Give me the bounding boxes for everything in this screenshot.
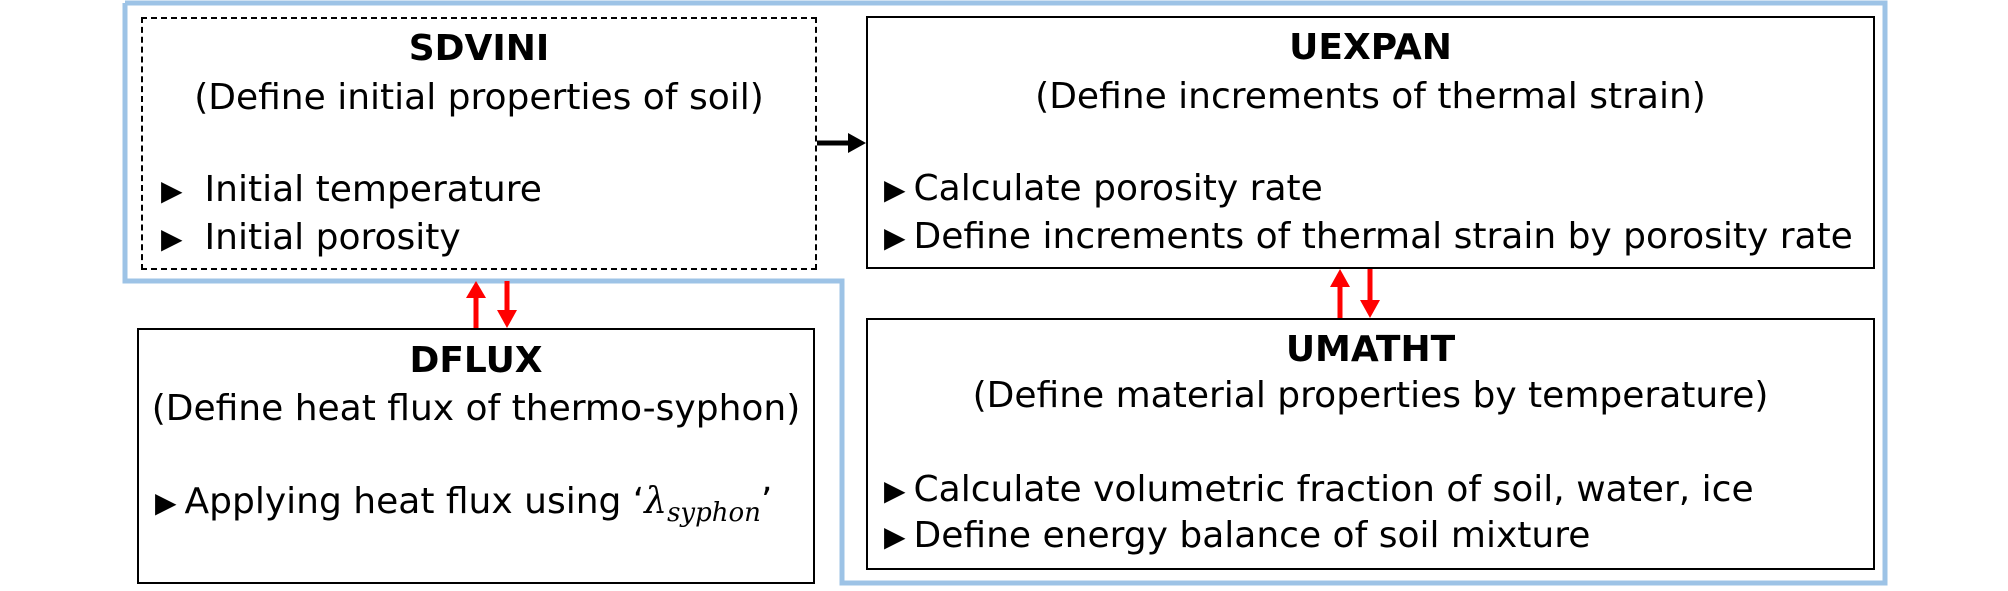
dflux-item-prefix: Applying heat flux using ‘	[184, 481, 645, 522]
umatht-item-label: Calculate volumetric fraction of soil, w…	[913, 469, 1754, 510]
bullet-icon: ▶	[884, 474, 906, 507]
uexpan-item-label: Calculate porosity rate	[913, 168, 1323, 209]
bullet-icon: ▶	[884, 173, 906, 206]
bullet-icon: ▶	[161, 174, 183, 207]
uexpan-item-thermal-strain: ▶Define increments of thermal strain by …	[884, 217, 1853, 258]
umatht-title: UMATHT	[1285, 329, 1456, 370]
dflux-sdvini-exchange-arrows	[466, 281, 517, 328]
sdvini-box: SDVINI (Define initial properties of soi…	[141, 17, 817, 270]
sdvini-item-label: Initial temperature	[204, 169, 542, 210]
sdvini-title: SDVINI	[408, 28, 550, 69]
bullet-icon: ▶	[884, 520, 906, 553]
sdvini-item-initial-temperature: ▶ Initial temperature	[161, 170, 542, 211]
uexpan-item-porosity-rate: ▶Calculate porosity rate	[884, 169, 1323, 210]
sdvini-to-uexpan-arrow	[817, 133, 866, 153]
bullet-icon: ▶	[155, 486, 177, 519]
uexpan-box: UEXPAN (Define increments of thermal str…	[866, 16, 1875, 269]
lambda-symbol: λ	[644, 481, 668, 522]
uexpan-title: UEXPAN	[1289, 27, 1452, 68]
sdvini-item-label: Initial porosity	[204, 217, 461, 258]
dflux-title: DFLUX	[409, 340, 543, 381]
uexpan-subtitle: (Define increments of thermal strain)	[1035, 76, 1706, 117]
umatht-item-volumetric-fraction: ▶Calculate volumetric fraction of soil, …	[884, 470, 1754, 511]
dflux-subtitle: (Define heat flux of thermo-syphon)	[151, 388, 801, 429]
umatht-item-energy-balance: ▶Define energy balance of soil mixture	[884, 516, 1590, 557]
umatht-subtitle: (Define material properties by temperatu…	[972, 375, 1769, 416]
bullet-icon: ▶	[884, 221, 906, 254]
lambda-syphon-symbol: λsyphon	[644, 481, 761, 529]
umatht-box: UMATHT (Define material properties by te…	[866, 318, 1875, 570]
dflux-box: DFLUX (Define heat flux of thermo-syphon…	[137, 328, 815, 584]
uexpan-umatht-exchange-arrows	[1330, 269, 1380, 318]
sdvini-item-initial-porosity: ▶ Initial porosity	[161, 218, 461, 259]
uexpan-item-label: Define increments of thermal strain by p…	[913, 216, 1853, 257]
dflux-item-heat-flux: ▶Applying heat flux using ‘λsyphon’	[155, 482, 772, 533]
umatht-item-label: Define energy balance of soil mixture	[913, 515, 1591, 556]
dflux-item-suffix: ’	[760, 481, 773, 522]
sdvini-subtitle: (Define initial properties of soil)	[194, 77, 764, 118]
bullet-icon: ▶	[161, 222, 183, 255]
syphon-subscript: syphon	[667, 498, 761, 528]
